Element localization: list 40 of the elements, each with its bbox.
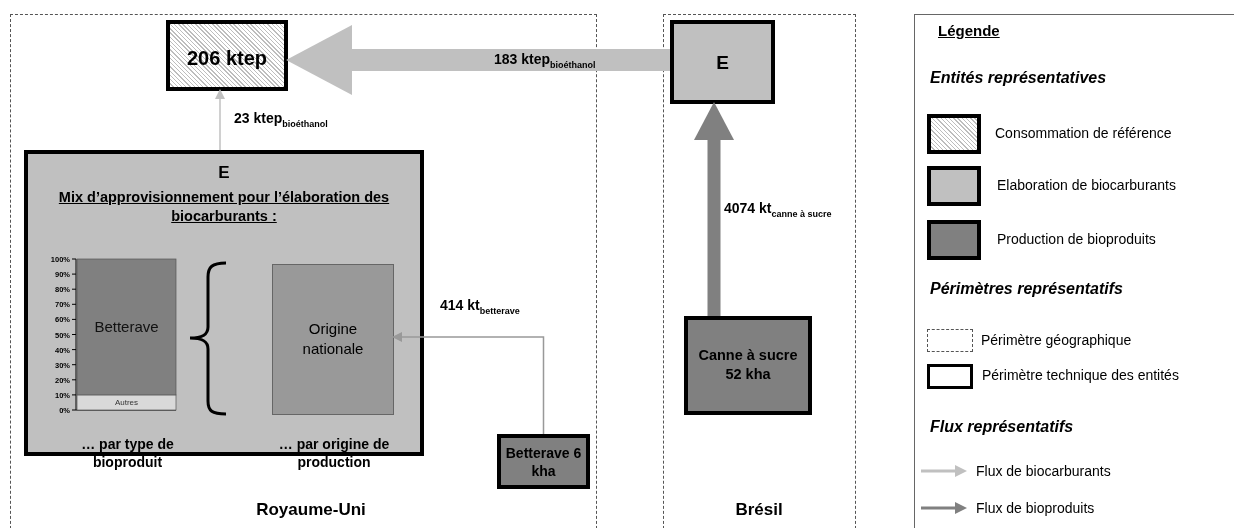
crop-label: Canne à sucre 52 kha (697, 346, 799, 384)
legend-heading: Entités représentatives (930, 68, 1107, 88)
segment-label: Autres (114, 398, 139, 408)
origin-label: Origine nationale (301, 319, 365, 358)
legend-label: Flux de bioproduits (976, 500, 1095, 516)
edge-label: 183 ktep$_{bioéthanol}$ (494, 51, 596, 70)
crop-label: Betterave 6 kha (504, 444, 583, 481)
axis-caption: … par origine de production (277, 436, 391, 471)
value-label: 206 ktep (185, 46, 269, 71)
edge-label: 4074 kt$_{canne à sucre}$ (724, 200, 832, 219)
legend-heading: Flux représentatifs (930, 417, 1074, 437)
entity-letter: E (715, 51, 730, 75)
consumption-box (166, 20, 288, 91)
geographic-perimeter (663, 14, 856, 528)
production-box (497, 434, 590, 489)
geographic-perimeter (10, 14, 597, 528)
edge-label: 414 kt$_{betterave}$ (440, 297, 520, 316)
flow-arrow (286, 25, 670, 95)
legend-label: Elaboration de biocarburants (997, 177, 1176, 193)
flow-arrow (694, 102, 734, 316)
edge-label: 23 ktep$_{bioéthanol}$ (234, 110, 328, 129)
legend-label: Périmètre technique des entités (982, 367, 1179, 383)
processing-box (24, 150, 424, 456)
region-label: Brésil (734, 499, 784, 521)
legend-title: Légende (938, 22, 1000, 41)
entity-letter: E (217, 162, 231, 184)
origin-box (272, 264, 394, 415)
production-box (684, 316, 812, 415)
legend-label: Flux de biocarburants (976, 463, 1111, 479)
processing-box (670, 20, 775, 104)
legend-label: Périmètre géographique (981, 332, 1132, 348)
segment-label: Betterave (94, 317, 159, 335)
section-heading: Mix d’approvisionnement pour l’élaboration des biocarburants : (57, 188, 391, 226)
legend-label: Production de bioproduits (997, 231, 1156, 247)
legend-heading: Périmètres représentatifs (930, 279, 1123, 299)
arrow (392, 332, 545, 435)
arrow (215, 89, 225, 151)
legend-label: Consommation de référence (995, 125, 1172, 141)
region-label: Royaume-Uni (255, 499, 367, 521)
axis-caption: … par type de bioproduit (80, 436, 175, 471)
